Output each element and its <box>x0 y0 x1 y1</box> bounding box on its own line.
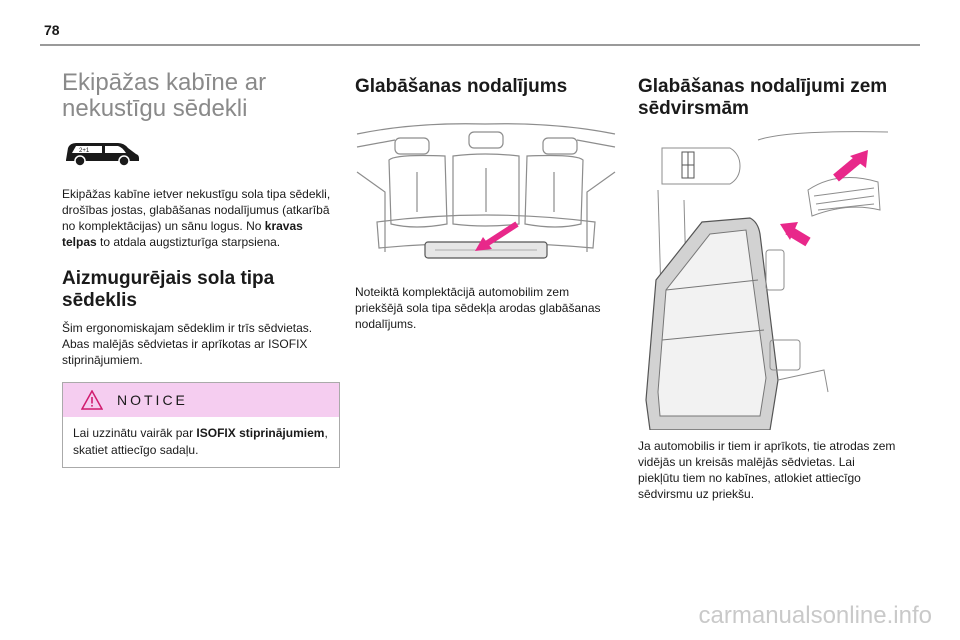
notice-box: NOTICE Lai uzzinātu vairāk par ISOFIX st… <box>62 382 340 468</box>
rear-bench-title-line1: Aizmugurējais sola tipa <box>62 268 275 289</box>
van-icon: 2+1 <box>62 138 340 168</box>
crew-cab-intro-text-a: Ekipāžas kabīne ietver nekustīgu sola ti… <box>62 187 331 233</box>
crew-cab-intro: Ekipāžas kabīne ietver nekustīgu sola ti… <box>62 186 340 250</box>
column-crew-cab: Ekipāžas kabīne ar nekustīgu sēdekli 2+1… <box>62 60 340 468</box>
crew-cab-intro-text-b: to atdala augstizturīga starpsiena. <box>96 235 281 249</box>
crew-cab-intro-bold: kravas telpas <box>62 219 303 249</box>
rear-bench-title: Aizmugurējais sola tipa sēdeklis <box>62 268 340 312</box>
watermark: carmanualsonline.info <box>698 602 932 629</box>
bench-seat-illustration <box>355 112 617 272</box>
column-under-seat-storage: Glabāšanas nodalījumi zem sēdvirsmām <box>638 60 898 502</box>
notice-text-a: Lai uzzinātu vairāk par <box>73 426 197 440</box>
under-seat-text: Ja automobilis ir tiem ir aprīkots, tie … <box>638 439 896 501</box>
crew-cab-title-line1: Ekipāžas kabīne ar <box>62 69 267 96</box>
page-number: 78 <box>44 22 60 38</box>
notice-title: NOTICE <box>117 392 188 408</box>
svg-text:2+1: 2+1 <box>79 148 90 154</box>
storage-text: Noteiktā komplektācijā automobilim zem p… <box>355 285 601 331</box>
rear-bench-text: Šim ergonomiskajam sēdeklim ir trīs sēdv… <box>62 321 313 367</box>
column-storage: Glabāšanas nodalījums Noteiktā komplekt <box>355 60 617 332</box>
rear-bench-title-line2: sēdeklis <box>62 290 137 311</box>
under-seat-title: Glabāšanas nodalījumi zem sēdvirsmām <box>638 76 898 120</box>
storage-title: Glabāšanas nodalījums <box>355 76 568 97</box>
notice-text-bold: ISOFIX stiprinājumiem <box>196 426 325 440</box>
under-seat-title-line2: sēdvirsmām <box>638 98 749 119</box>
notice-header: NOTICE <box>63 383 339 417</box>
vehicle-topview-icon <box>661 147 741 185</box>
crew-cab-title: Ekipāžas kabīne ar nekustīgu sēdekli <box>62 70 340 122</box>
under-seat-illustration <box>638 130 898 430</box>
warning-triangle-icon <box>81 390 103 410</box>
notice-text-b: , skatiet attiecīgo sadaļu. <box>73 426 328 457</box>
header-divider <box>40 44 920 46</box>
crew-cab-title-line2: nekustīgu sēdekli <box>62 95 248 122</box>
notice-body: Lai uzzinātu vairāk par ISOFIX stiprināj… <box>63 417 339 467</box>
under-seat-title-line1: Glabāšanas nodalījumi zem <box>638 76 888 97</box>
